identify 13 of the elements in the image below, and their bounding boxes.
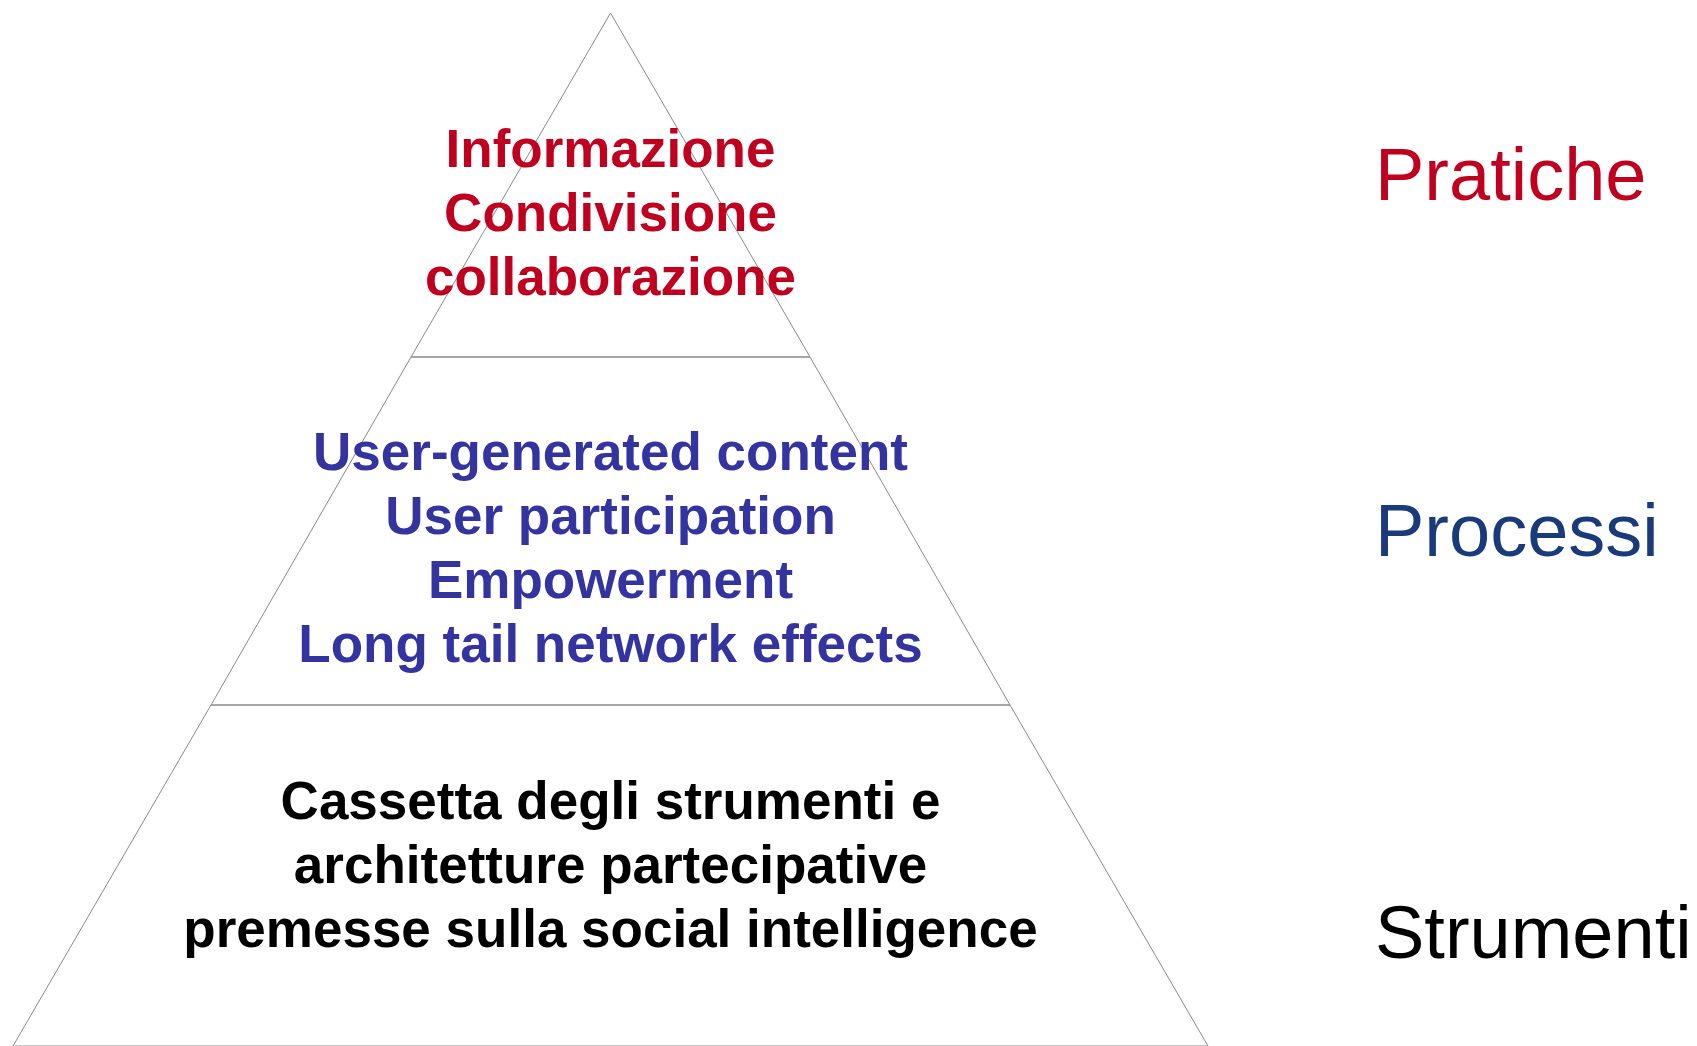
level-item: Cassetta degli strumenti e [280, 770, 941, 832]
level-item: User participation [385, 485, 836, 547]
level-label: Processi [1375, 488, 1659, 574]
level-item: premesse sulla social intelligence [183, 898, 1038, 960]
level-label: Strumenti [1375, 890, 1692, 976]
level-item: collaborazione [424, 246, 797, 308]
level-item: Long tail network effects [298, 613, 923, 675]
level-item: Informazione [445, 118, 776, 180]
level-item: Condivisione [444, 182, 777, 244]
level-item: architetture partecipative [293, 834, 928, 896]
level-item: User-generated content [313, 421, 908, 483]
level-label: Pratiche [1375, 132, 1647, 218]
level-item: Empowerment [427, 549, 794, 611]
